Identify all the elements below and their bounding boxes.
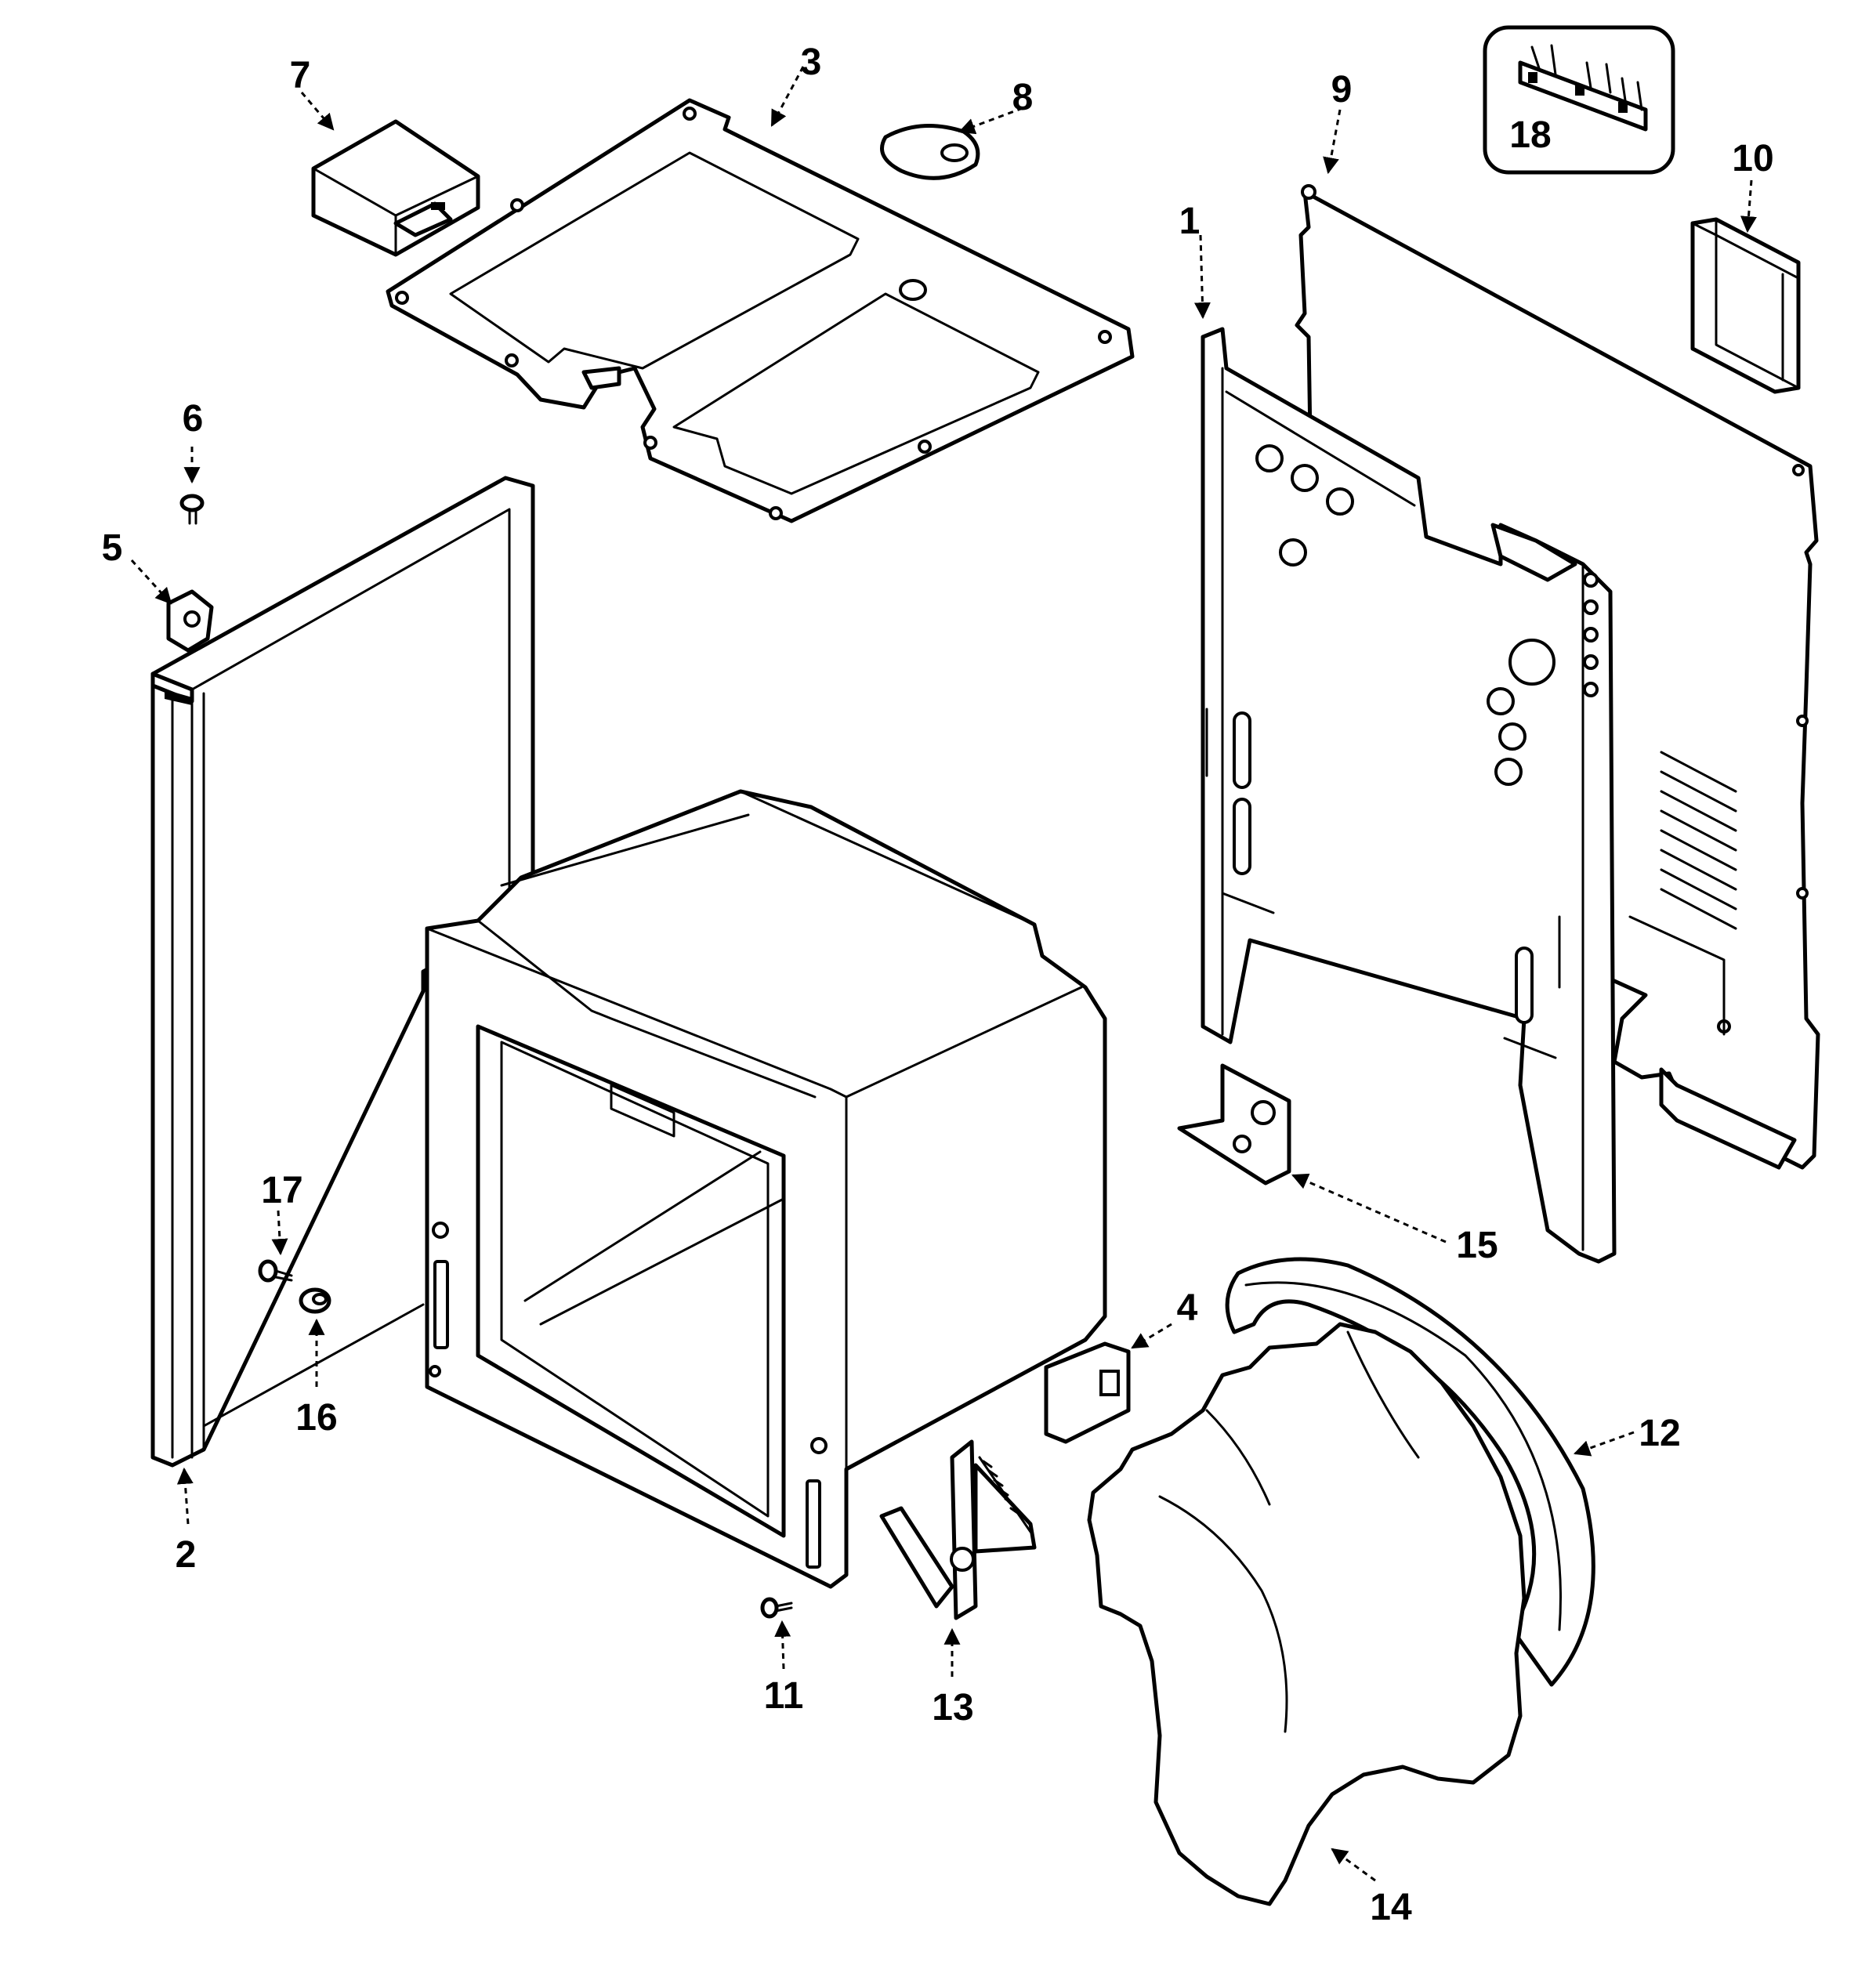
part-8-cap (880, 124, 980, 180)
part-13-hinge (879, 1439, 1037, 1620)
part-6-screw (179, 494, 205, 525)
callout-labels: 1 2 3 4 5 6 7 8 9 10 11 12 13 14 15 16 1… (102, 42, 1774, 1928)
part-3-top-plate (386, 98, 1135, 523)
part-17-screw (258, 1259, 293, 1283)
callout-3: 3 (801, 42, 822, 83)
callout-2: 2 (176, 1534, 197, 1576)
callout-6: 6 (183, 398, 204, 440)
callout-10: 10 (1732, 138, 1773, 179)
part-11-screw (760, 1597, 793, 1619)
callout-1: 1 (1179, 201, 1201, 242)
callout-13: 13 (932, 1687, 973, 1728)
callout-8: 8 (1012, 77, 1034, 118)
callout-4: 4 (1177, 1287, 1198, 1329)
callout-7: 7 (290, 55, 311, 96)
callout-leaders (130, 66, 1757, 1882)
oven-cavity (425, 789, 1107, 1589)
callout-15: 15 (1456, 1225, 1498, 1266)
part-5-clip (166, 589, 214, 653)
part-4-bracket (1044, 1341, 1131, 1444)
callout-18: 18 (1509, 114, 1551, 156)
callout-9: 9 (1331, 69, 1353, 110)
part-18-terminal-block (1483, 25, 1675, 175)
part-15-bracket (1177, 1063, 1291, 1185)
callout-17: 17 (261, 1170, 302, 1211)
part-14-insulation (1087, 1322, 1527, 1906)
callout-11: 11 (764, 1675, 804, 1717)
callout-16: 16 (295, 1397, 337, 1439)
callout-14: 14 (1370, 1887, 1412, 1928)
part-7-control-box (311, 119, 480, 257)
vent-louvers (1660, 751, 1737, 930)
part-10-bracket (1690, 217, 1801, 394)
part-1-side-frame (1201, 327, 1617, 1264)
callout-5: 5 (102, 527, 123, 569)
part-16-bushing (299, 1287, 331, 1314)
callout-12: 12 (1639, 1413, 1680, 1454)
part-2-front-frame (150, 476, 535, 1468)
